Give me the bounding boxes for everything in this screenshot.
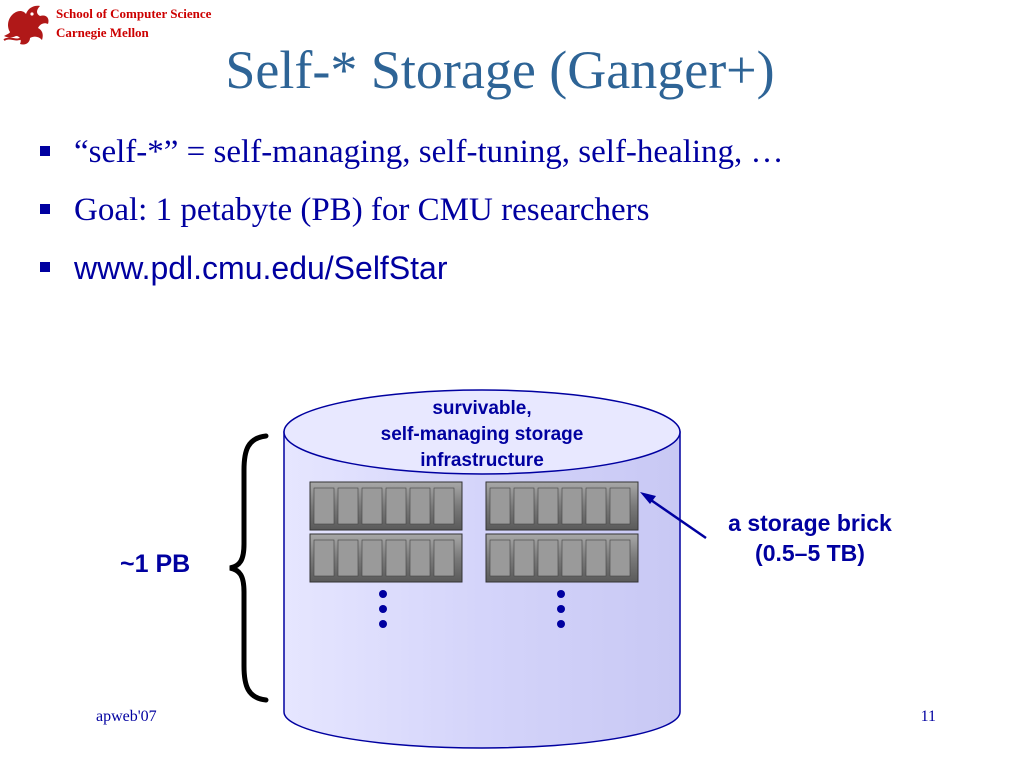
storage-brick	[309, 481, 463, 531]
cmu-logo: School of Computer Science Carnegie Mell…	[2, 2, 252, 48]
brick-label-line: (0.5–5 TB)	[755, 540, 865, 566]
university-name: Carnegie Mellon	[56, 25, 149, 40]
bullet-item: Goal: 1 petabyte (PB) for CMU researcher…	[40, 188, 1000, 246]
storage-brick	[485, 533, 639, 583]
bullet-square-icon	[40, 146, 50, 156]
bullet-link[interactable]: www.pdl.cmu.edu/SelfStar	[74, 250, 448, 286]
bullet-list: “self-*” = self-managing, self-tuning, s…	[40, 130, 1000, 304]
slide-title: Self-* Storage (Ganger+)	[225, 40, 775, 100]
brick-label-line: a storage brick	[728, 510, 892, 536]
bullet-text: Goal: 1 petabyte (PB) for CMU researcher…	[74, 192, 650, 228]
storage-brick	[485, 481, 639, 531]
cylinder-body	[283, 431, 681, 749]
bullet-item: www.pdl.cmu.edu/SelfStar	[40, 246, 1000, 304]
school-name: School of Computer Science	[56, 6, 212, 21]
ellipsis-dots	[379, 590, 565, 628]
page-number: 11	[920, 708, 936, 725]
capacity-label: ~1 PB	[120, 550, 191, 578]
storage-brick	[309, 533, 463, 583]
cylinder-label-line: survivable,	[432, 398, 532, 419]
brick-label: a storage brick (0.5–5 TB)	[688, 508, 932, 568]
griffin-icon	[3, 5, 49, 45]
arrow	[640, 492, 707, 540]
footer-venue: apweb'07	[96, 708, 157, 725]
curly-brace	[229, 433, 269, 703]
bullet-square-icon	[40, 204, 50, 214]
cylinder-label-line: self-managing storage	[380, 424, 584, 445]
bullet-text: “self-*” = self-managing, self-tuning, s…	[74, 134, 784, 170]
cylinder-top	[283, 389, 681, 475]
bullet-square-icon	[40, 262, 50, 272]
cylinder-label-line: infrastructure	[420, 450, 544, 471]
bullet-item: “self-*” = self-managing, self-tuning, s…	[40, 130, 1000, 188]
cylinder-label: survivable, self-managing storage infras…	[330, 396, 634, 474]
